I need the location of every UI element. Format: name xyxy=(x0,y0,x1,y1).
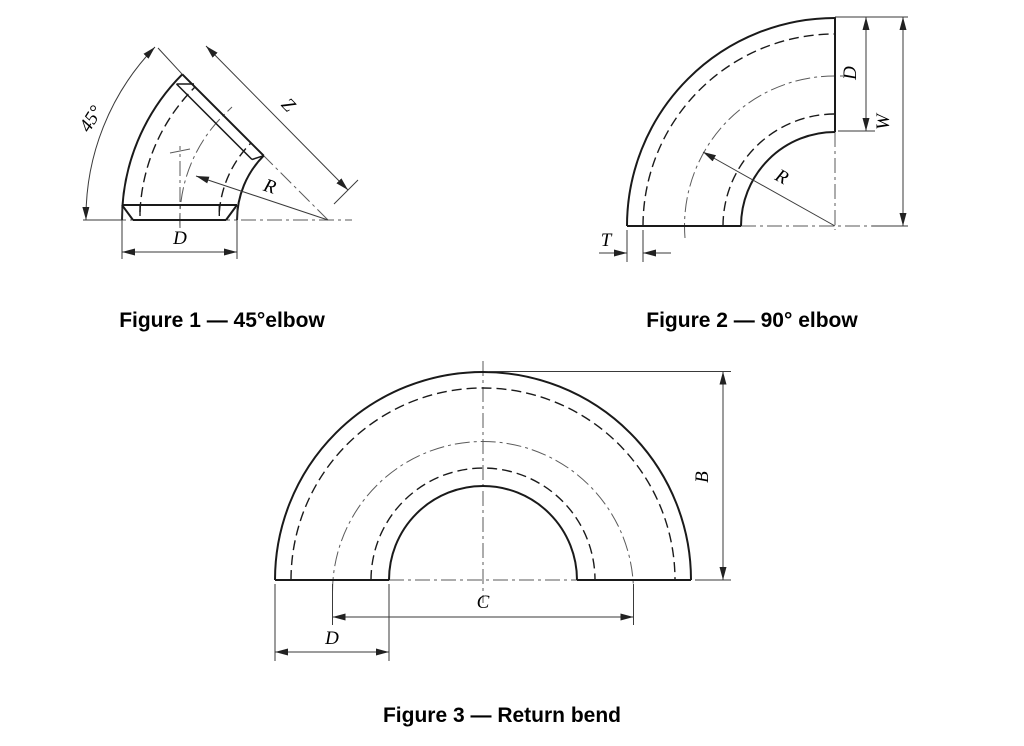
fig2-centerlines xyxy=(684,75,878,239)
figure1-drawing: 45° Z R D xyxy=(75,45,359,259)
figure3-drawing: B C D xyxy=(274,361,731,661)
fig2-inner-bore-dashed xyxy=(722,113,836,227)
fig1-centerline-tick xyxy=(169,148,191,154)
fig1-angle-dimension-arc xyxy=(82,46,156,221)
fig3-centerlines xyxy=(332,361,634,603)
fig2-label-r: R xyxy=(771,165,793,190)
fig3-label-c: C xyxy=(477,592,490,613)
fig1-z-dimension-line xyxy=(205,45,349,191)
fig1-top-face xyxy=(181,73,265,157)
fig3-label-d: D xyxy=(324,628,339,649)
fig3-pipe-outline xyxy=(274,371,692,581)
fig3-outer-wall xyxy=(274,371,692,581)
fig3-dimensions xyxy=(274,371,731,661)
fig2-pipe-bore-hidden-lines xyxy=(642,33,836,227)
fig1-dimensions xyxy=(82,45,359,259)
fig2-label-w: W xyxy=(873,112,894,130)
fig3-inner-wall xyxy=(388,485,578,581)
fig3-d-extension-lines xyxy=(274,584,390,661)
fig1-label-d: D xyxy=(172,228,187,249)
fig1-label-r: R xyxy=(260,175,279,199)
fig2-label-d: D xyxy=(840,66,861,81)
figure1-caption: Figure 1 — 45°elbow xyxy=(119,309,325,332)
fig2-inner-wall xyxy=(740,131,836,227)
fig2-outer-wall xyxy=(626,17,836,227)
fig1-dimension-labels: 45° Z R D xyxy=(75,94,299,249)
fig2-dimension-labels: D W R T xyxy=(601,66,894,251)
fig3-pipe-bore-hidden-lines xyxy=(290,387,676,581)
fig1-inner-wall xyxy=(236,154,265,221)
fig1-top-face-bevel xyxy=(175,83,264,161)
fig1-label-angle: 45° xyxy=(75,102,107,136)
fig1-label-z: Z xyxy=(277,94,300,117)
fig1-outer-wall xyxy=(121,73,184,221)
fig2-label-t: T xyxy=(601,230,613,251)
fig2-t-extension-lines xyxy=(626,230,644,262)
fig1-ext-line-face xyxy=(157,47,183,75)
figure2-caption: Figure 2 — 90° elbow xyxy=(646,309,858,332)
fig3-dimension-labels: B C D xyxy=(324,471,713,649)
fig2-pipe-outline xyxy=(626,17,836,227)
fig1-ext-line-vertex xyxy=(333,179,359,205)
figure2-drawing: D W R T xyxy=(599,16,908,262)
fig2-bend-centerline-arc xyxy=(684,75,848,239)
fig1-radius-leader xyxy=(195,175,329,221)
fig3-outer-bore-dashed xyxy=(290,387,676,581)
fig3-inner-bore-dashed xyxy=(370,467,596,581)
fig3-label-b: B xyxy=(692,471,713,483)
figure3-caption: Figure 3 — Return bend xyxy=(382,704,621,727)
fig1-pipe-outline xyxy=(121,73,265,221)
fig2-radius-leader xyxy=(702,151,836,227)
fig2-dimensions xyxy=(599,16,908,262)
fig2-outer-bore-dashed xyxy=(642,33,836,227)
fig1-bend-centerline-arc xyxy=(179,106,233,229)
